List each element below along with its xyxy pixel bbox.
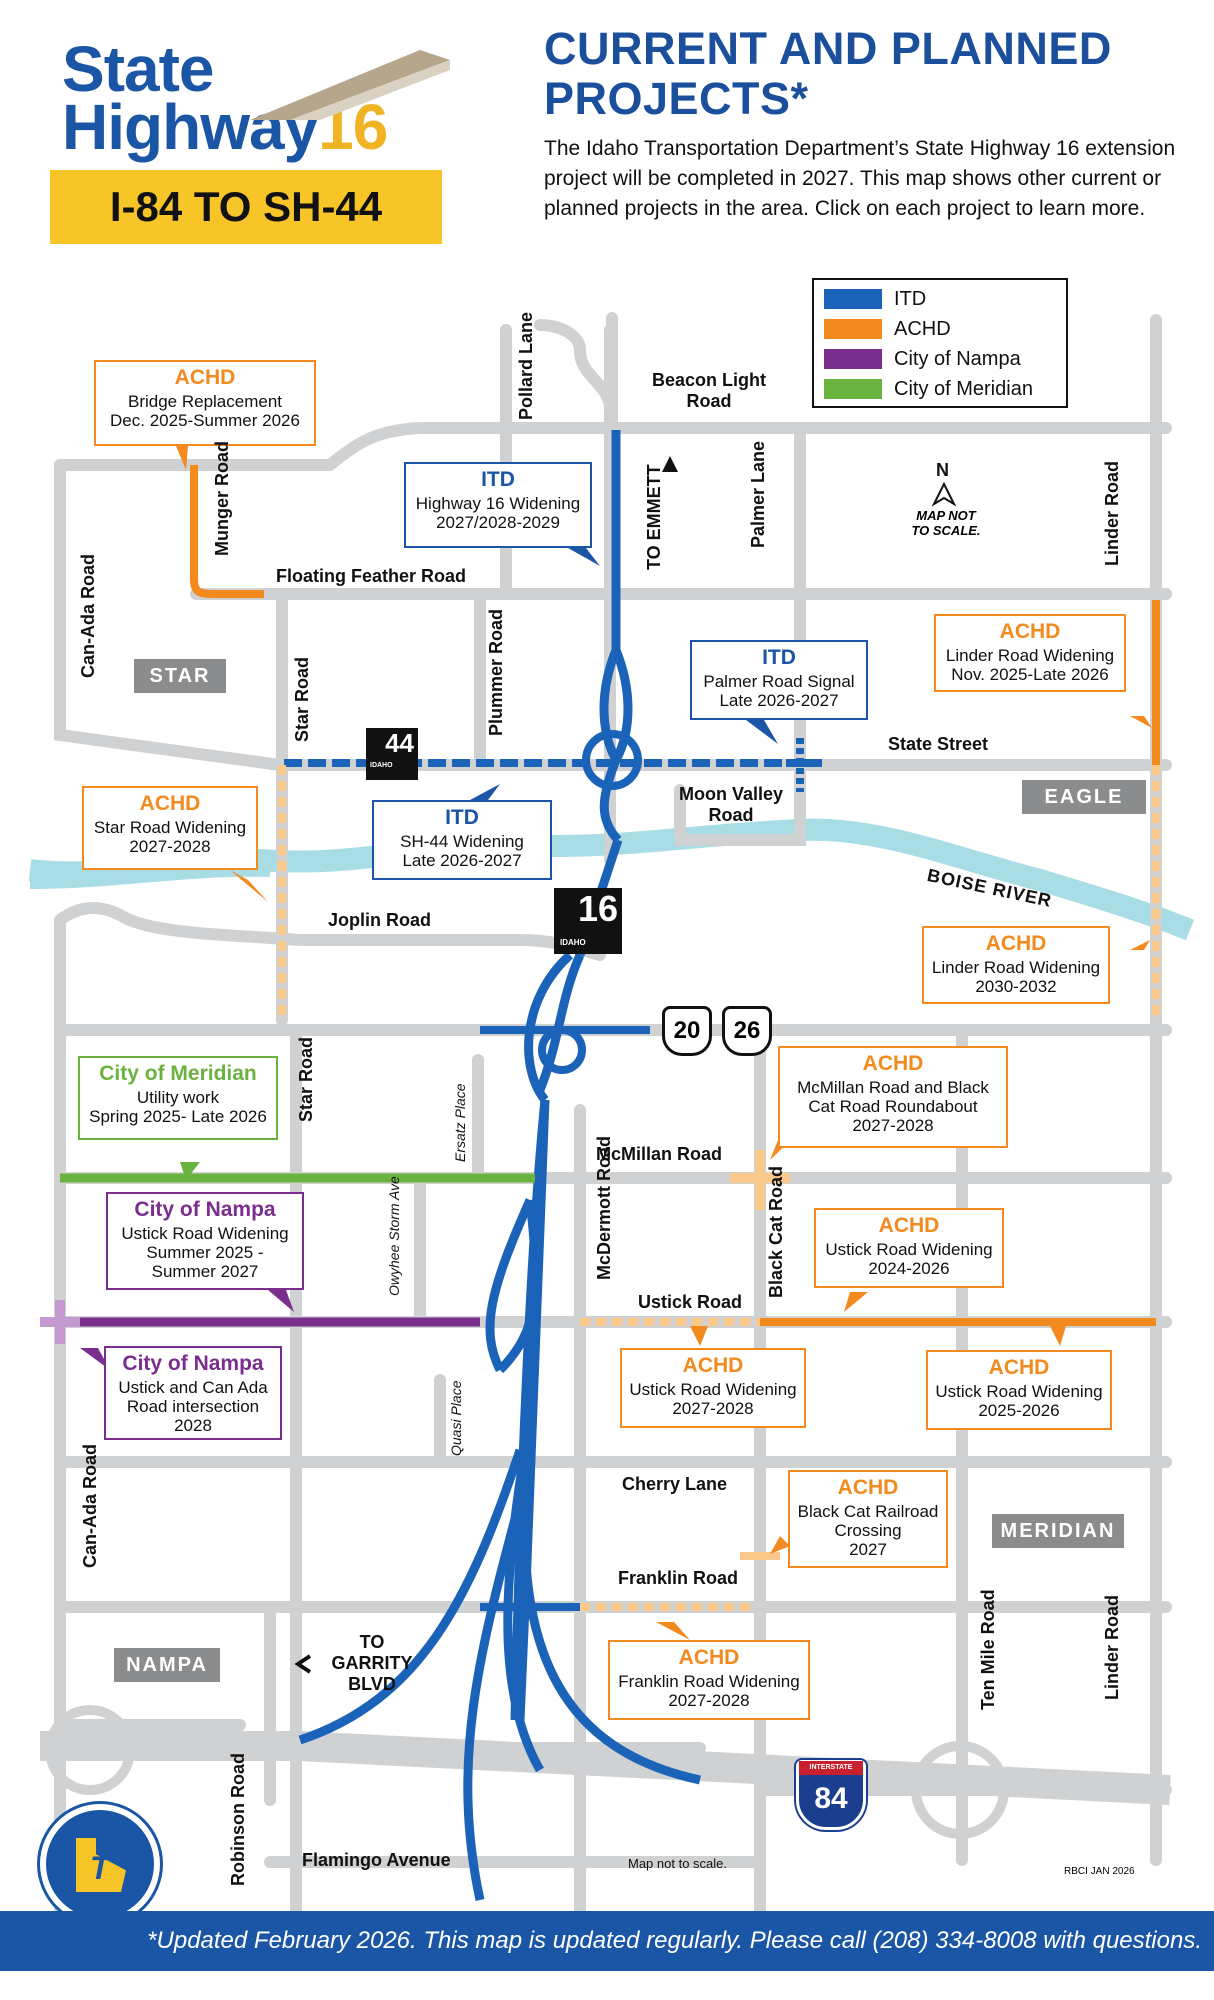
road-to-emmett: TO EMMETT bbox=[644, 464, 664, 570]
itd-seal-icon: T bbox=[40, 1804, 160, 1924]
callout-pointers bbox=[176, 446, 1152, 1640]
road-moon-valley: Moon Valley Road bbox=[678, 784, 784, 825]
sh44-shield-state: IDAHO bbox=[370, 762, 393, 769]
road-owyhee: Owyhee Storm Ave bbox=[386, 1176, 402, 1296]
road-flamingo: Flamingo Avenue bbox=[302, 1850, 451, 1870]
road-joplin: Joplin Road bbox=[328, 910, 431, 930]
road-munger: Munger Road bbox=[212, 441, 232, 556]
road-cherry: Cherry Lane bbox=[622, 1474, 728, 1494]
city-nampa: NAMPA bbox=[114, 1648, 220, 1682]
city-star: STAR bbox=[134, 659, 226, 693]
mcmillan-roundabout bbox=[730, 1150, 790, 1210]
legend-item-achd: ACHD bbox=[824, 318, 951, 340]
title-line2: PROJECTS* bbox=[544, 73, 809, 124]
road-state-street: State Street bbox=[888, 734, 989, 754]
nampa-intersection bbox=[40, 1300, 80, 1344]
city-eagle: EAGLE bbox=[1022, 780, 1146, 814]
north-letter: N bbox=[936, 460, 949, 480]
legend-item-itd: ITD bbox=[824, 288, 926, 310]
us26-shield: 26 bbox=[722, 1006, 772, 1056]
road-floating-feather: Floating Feather Road bbox=[276, 566, 467, 586]
page-title: CURRENT AND PLANNED PROJECTS* bbox=[544, 24, 1184, 124]
road-ersatz: Ersatz Place bbox=[452, 1083, 468, 1162]
i84-shield-banner: INTERSTATE bbox=[799, 1761, 863, 1775]
legend-item-nampa: City of Nampa bbox=[824, 348, 1021, 370]
sh16-shield-state: IDAHO bbox=[560, 938, 586, 947]
road-mcmillan: McMillan Road bbox=[596, 1144, 723, 1164]
highway-graphic-icon bbox=[250, 50, 450, 120]
road-linder-2: Linder Road bbox=[1102, 1594, 1122, 1700]
road-robinson: Robinson Road bbox=[228, 1753, 248, 1886]
i84-shield: 84 INTERSTATE bbox=[796, 1760, 866, 1830]
road-star: Star Road bbox=[292, 656, 312, 742]
sh16-corridor bbox=[298, 430, 701, 1901]
us20-shield: 20 bbox=[662, 1006, 712, 1056]
palmer-signal bbox=[776, 738, 824, 792]
i84-interchange-right bbox=[911, 1741, 1009, 1839]
footer-banner: *Updated February 2026. This map is upda… bbox=[0, 1911, 1214, 1971]
to-garrity-arrow-icon bbox=[294, 1654, 312, 1674]
legend: ITD ACHD City of Nampa City of Meridian bbox=[812, 278, 1068, 408]
road-quasi: Quasi Place bbox=[448, 1380, 464, 1456]
road-mcdermott: McDermott Road bbox=[594, 1135, 614, 1280]
road-franklin: Franklin Road bbox=[618, 1568, 739, 1588]
sh44-shield-number: 44 bbox=[385, 728, 414, 758]
to-emmett-arrow-icon bbox=[662, 456, 678, 472]
road-star-2: Star Road bbox=[296, 1036, 316, 1122]
intro-text: The Idaho Transportation Department’s St… bbox=[544, 137, 1176, 220]
road-ten-mile: Ten Mile Road bbox=[978, 1589, 998, 1710]
road-can-ada: Can-Ada Road bbox=[78, 553, 98, 678]
logo-band: I-84 TO SH-44 bbox=[50, 170, 442, 244]
logo-title: State Highway16 bbox=[62, 33, 388, 159]
logo-line2: Highway bbox=[62, 91, 319, 163]
road-palmer: Palmer Lane bbox=[748, 440, 768, 548]
road-linder: Linder Road bbox=[1102, 460, 1122, 566]
road-plummer: Plummer Road bbox=[486, 608, 506, 736]
title-line1: CURRENT AND PLANNED bbox=[544, 23, 1112, 74]
city-meridian: MERIDIAN bbox=[992, 1514, 1124, 1548]
legend-item-meridian: City of Meridian bbox=[824, 378, 1033, 400]
road-ustick: Ustick Road bbox=[638, 1292, 743, 1312]
credit: RBCI JAN 2026 bbox=[1064, 1866, 1135, 1877]
road-to-garrity: TO GARRITY BLVD bbox=[331, 1632, 413, 1694]
road-beacon-light: Beacon Light Road bbox=[651, 370, 766, 411]
map-note: Map not to scale. bbox=[628, 1856, 727, 1871]
i84-shield-number: 84 bbox=[814, 1782, 848, 1815]
i84-interchange-left bbox=[45, 1705, 135, 1795]
road-black-cat: Black Cat Road bbox=[766, 1165, 786, 1298]
road-pollard: Pollard Lane bbox=[516, 311, 536, 420]
logo-line1: State bbox=[62, 33, 215, 105]
munger-bridge bbox=[190, 465, 264, 598]
sh44-shield: 44 IDAHO bbox=[366, 728, 418, 780]
sh16-shield: 16 IDAHO bbox=[554, 888, 622, 954]
north-note: MAP NOT TO SCALE. bbox=[911, 508, 981, 538]
sh16-shield-number: 16 bbox=[577, 888, 618, 929]
road-can-ada-2: Can-Ada Road bbox=[80, 1443, 100, 1568]
north-arrow-icon bbox=[931, 481, 957, 507]
